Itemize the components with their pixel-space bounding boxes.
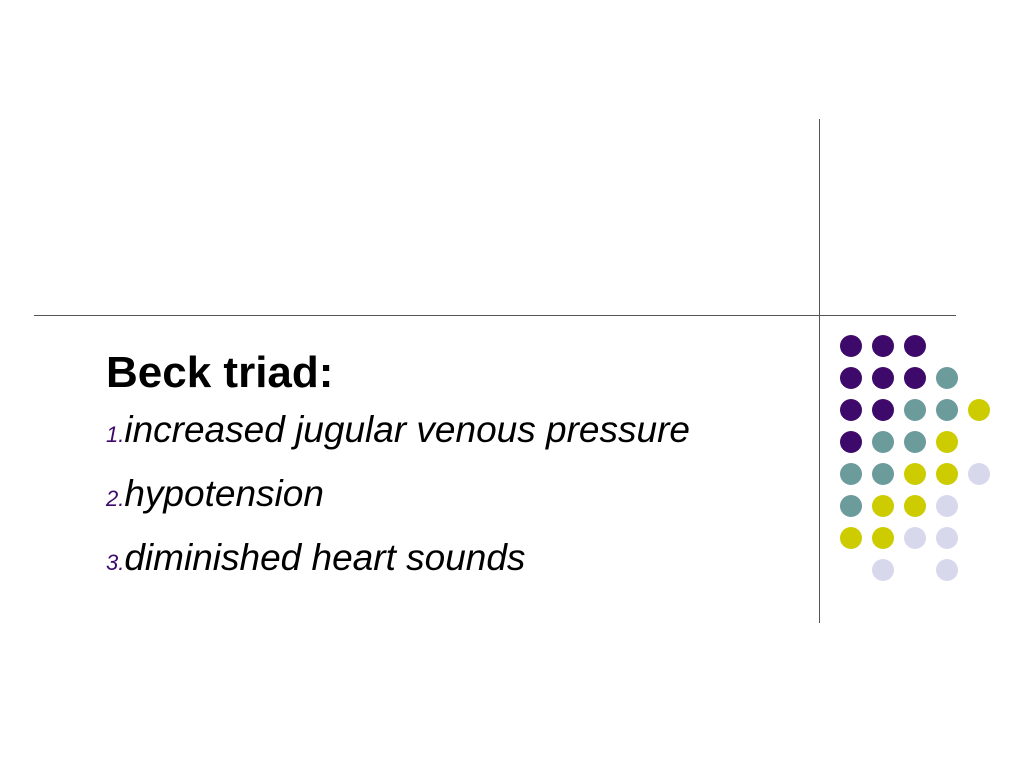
decorative-dot (840, 463, 862, 485)
decorative-dot (872, 367, 894, 389)
decorative-dot (872, 463, 894, 485)
list-item: 1.increased jugular venous pressure (106, 407, 726, 457)
decorative-dot (936, 559, 958, 581)
slide-title: Beck triad: (106, 348, 334, 397)
decorative-dot (904, 527, 926, 549)
decorative-dot (936, 495, 958, 517)
decorative-dot (968, 399, 990, 421)
decorative-dot (872, 399, 894, 421)
vertical-divider-line (819, 119, 820, 623)
list-item-text: increased jugular venous pressure (124, 409, 690, 450)
decorative-dot (840, 527, 862, 549)
decorative-dot (936, 431, 958, 453)
list-item-number: 3. (106, 550, 125, 575)
decorative-dot (904, 495, 926, 517)
decorative-dot (872, 335, 894, 357)
decorative-dot (936, 463, 958, 485)
list-item-text: hypotension (124, 473, 324, 514)
decorative-dot (840, 367, 862, 389)
decorative-dot (840, 335, 862, 357)
decorative-dot (904, 463, 926, 485)
decorative-dot (872, 495, 894, 517)
decorative-dot (840, 399, 862, 421)
decorative-dot (840, 431, 862, 453)
list-item: 3.diminished heart sounds (106, 535, 726, 585)
decorative-dot (872, 527, 894, 549)
decorative-dot (840, 495, 862, 517)
decorative-dot (936, 367, 958, 389)
slide-content: Beck triad: 1.increased jugular venous p… (106, 345, 726, 599)
list-item-text: diminished heart sounds (124, 537, 526, 578)
horizontal-divider-line (34, 315, 956, 316)
decorative-dot (936, 527, 958, 549)
list-item: 2.hypotension (106, 471, 726, 521)
decorative-dot (968, 463, 990, 485)
decorative-dot (904, 431, 926, 453)
list-item-number: 2. (106, 486, 125, 511)
decorative-dot (872, 431, 894, 453)
decorative-dot (936, 399, 958, 421)
decorative-dot (904, 367, 926, 389)
list-item-number: 1. (106, 422, 125, 447)
numbered-list: 1.increased jugular venous pressure 2.hy… (106, 407, 726, 585)
decorative-dot (904, 335, 926, 357)
decorative-dot (872, 559, 894, 581)
decorative-dot (904, 399, 926, 421)
